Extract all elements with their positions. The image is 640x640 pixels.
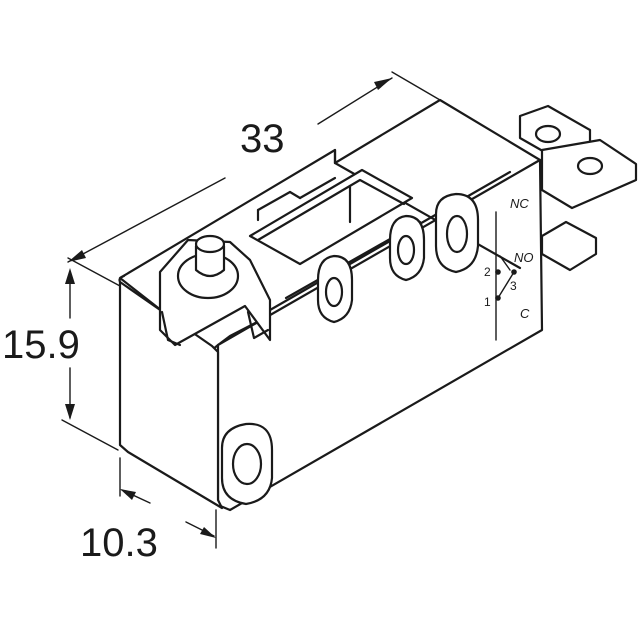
circuit-schematic: NC NO 2 3 1 C	[484, 196, 534, 341]
mounting-holes	[316, 192, 480, 324]
width-label: 10.3	[80, 521, 158, 565]
plunger	[158, 234, 272, 347]
height-label: 15.9	[2, 323, 80, 367]
front-mounting-hole	[220, 422, 274, 506]
pin-3-label: 3	[510, 279, 517, 293]
terminals	[518, 104, 638, 272]
top-window	[248, 168, 414, 266]
terminal-c-label: C	[520, 306, 530, 321]
length-dimension: 33	[67, 71, 441, 287]
pin-2-label: 2	[484, 265, 491, 279]
height-dimension: 15.9	[2, 268, 119, 451]
length-label: 33	[240, 117, 285, 161]
terminal-nc-label: NC	[510, 196, 529, 211]
contact-node-2	[495, 269, 501, 275]
width-dimension: 10.3	[80, 457, 217, 565]
pin-1-label: 1	[484, 295, 491, 309]
terminal-no-label: NO	[514, 250, 534, 265]
